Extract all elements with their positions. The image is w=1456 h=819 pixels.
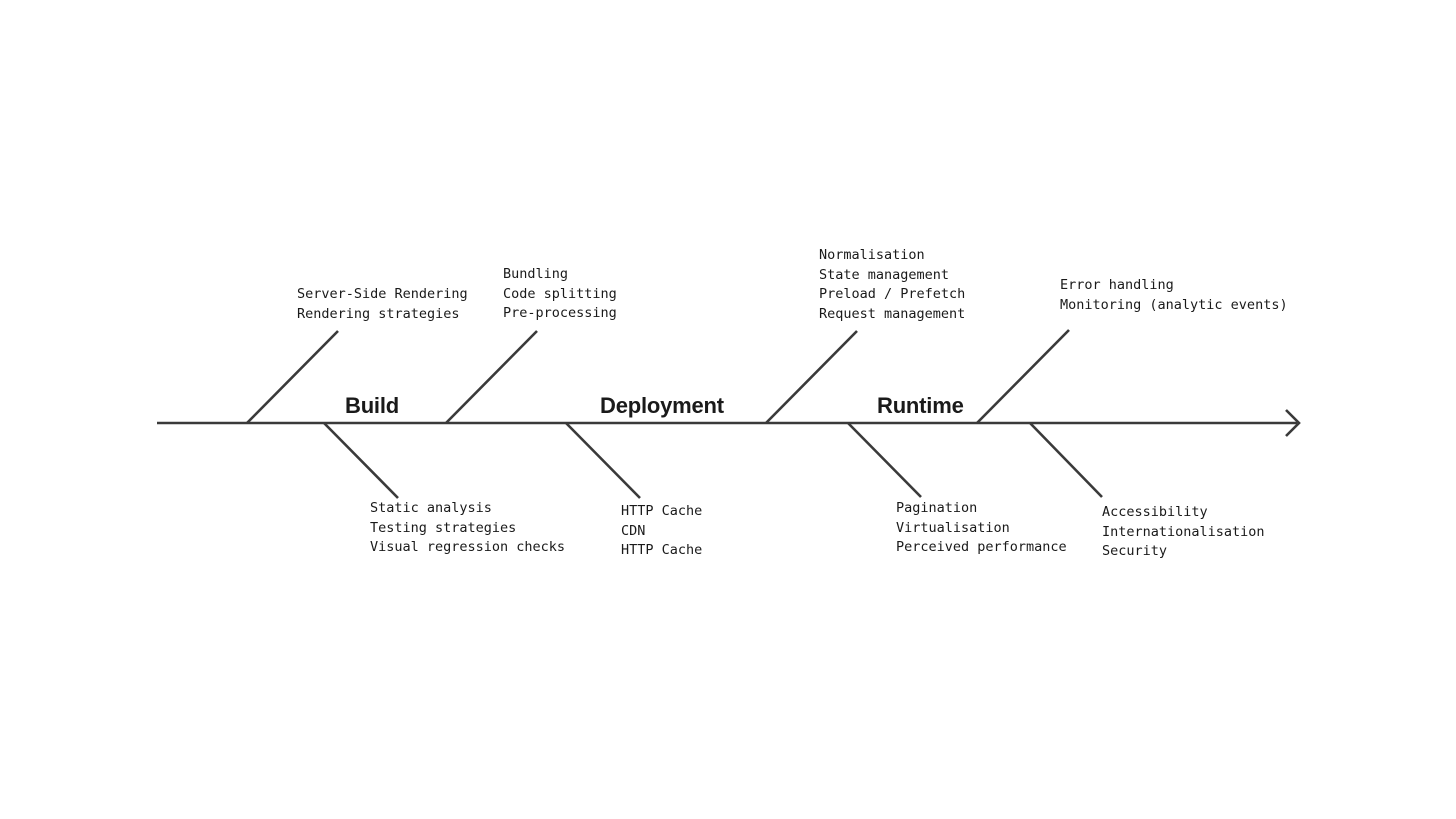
bone-item: Testing strategies — [370, 519, 517, 536]
bone-item: Internationalisation — [1102, 523, 1265, 540]
bone-item: Accessibility — [1102, 504, 1208, 520]
bone-line-branch-bundling — [445, 330, 538, 424]
category-label-deployment: Deployment — [600, 393, 724, 418]
bone-item: Pagination — [896, 500, 978, 516]
bone-item: Security — [1102, 543, 1168, 560]
bone-item: Virtualisation — [896, 519, 1010, 536]
bone-item: Visual regression checks — [370, 539, 566, 556]
bone-item: Rendering strategies — [297, 305, 460, 322]
bone-line-branch-observability — [976, 329, 1070, 424]
bone-item: CDN — [621, 522, 646, 539]
bone-line-branch-cross-cutting — [1029, 422, 1103, 498]
bone-line-branch-caching — [565, 422, 641, 499]
bone-item: Code splitting — [503, 285, 617, 302]
bone-item: Pre-processing — [503, 305, 617, 322]
bone-item: Perceived performance — [896, 539, 1067, 556]
bone-item: Preload / Prefetch — [819, 286, 966, 303]
category-label-runtime: Runtime — [877, 393, 964, 418]
bone-item: Error handling — [1060, 277, 1174, 293]
bone-line-branch-data-runtime — [765, 330, 858, 424]
bone-item: Server-Side Rendering — [297, 286, 468, 302]
bone-item: Normalisation — [819, 247, 925, 263]
bone-item: Static analysis — [370, 500, 492, 516]
bone-line-branch-rendering — [246, 330, 339, 424]
bone-line-branch-ux-performance — [847, 422, 922, 498]
category-label-build: Build — [345, 393, 399, 418]
bone-item: HTTP Cache — [621, 503, 703, 519]
bone-item: HTTP Cache — [621, 542, 703, 559]
bone-item: Monitoring (analytic events) — [1060, 296, 1288, 313]
bone-item: State management — [819, 266, 950, 283]
bone-item: Request management — [819, 305, 966, 322]
bone-item: Bundling — [503, 266, 569, 282]
spine-arrowhead-icon — [1285, 409, 1301, 437]
bone-line-branch-quality — [323, 422, 399, 499]
